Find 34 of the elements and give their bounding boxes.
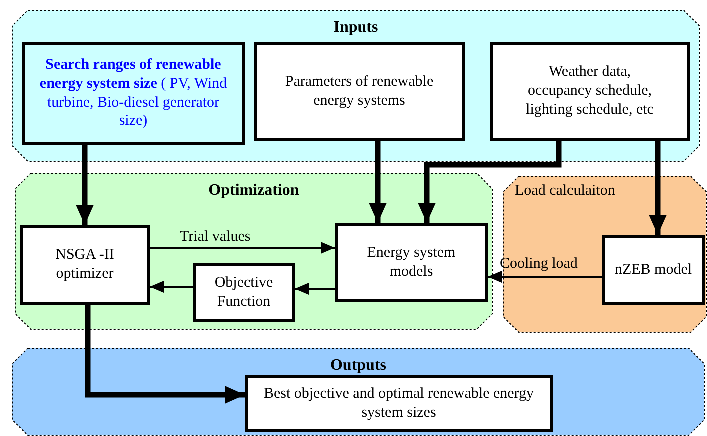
arrow <box>85 305 245 404</box>
box-text: NSGA -II optimizer <box>54 246 116 284</box>
group-panel <box>15 173 493 330</box>
arrow <box>418 141 562 223</box>
process-box <box>245 375 553 432</box>
box-text: Parameters of renewable energy systems <box>284 72 435 110</box>
box-text: Best objective and optimal renewable energy system sizes <box>262 384 536 422</box>
process-box <box>193 263 295 322</box>
box-text: Energy system models <box>366 244 457 282</box>
group-title: Optimization <box>208 181 300 201</box>
arrow <box>488 271 602 283</box>
box-text: Search ranges of renewable energy system size ( PV, Wind turbine, Bio-diesel generator size) <box>38 56 228 131</box>
edge-label: Trial values <box>180 228 251 247</box>
box-text: Weather data, occupancy schedule, lighting schedule, etc <box>525 63 655 120</box>
arrow <box>369 141 387 223</box>
box-text: nZEB model <box>614 260 692 280</box>
group-title: Load calculaiton <box>515 182 616 201</box>
box-text: Objective Function <box>214 274 274 312</box>
process-box <box>490 42 690 141</box>
process-box <box>602 235 705 305</box>
arrow <box>295 283 335 295</box>
group-title: Inputs <box>332 18 380 38</box>
arrow <box>150 242 335 254</box>
arrow <box>76 145 94 225</box>
process-box <box>20 225 150 305</box>
arrow <box>150 281 193 293</box>
edge-label: Cooling load <box>500 255 578 274</box>
group-panel <box>12 348 705 436</box>
group-title: Outputs <box>329 356 388 376</box>
process-box <box>254 42 465 141</box>
process-box <box>335 223 488 302</box>
process-box <box>22 42 245 145</box>
arrow <box>649 141 667 235</box>
group-panel <box>12 10 700 162</box>
